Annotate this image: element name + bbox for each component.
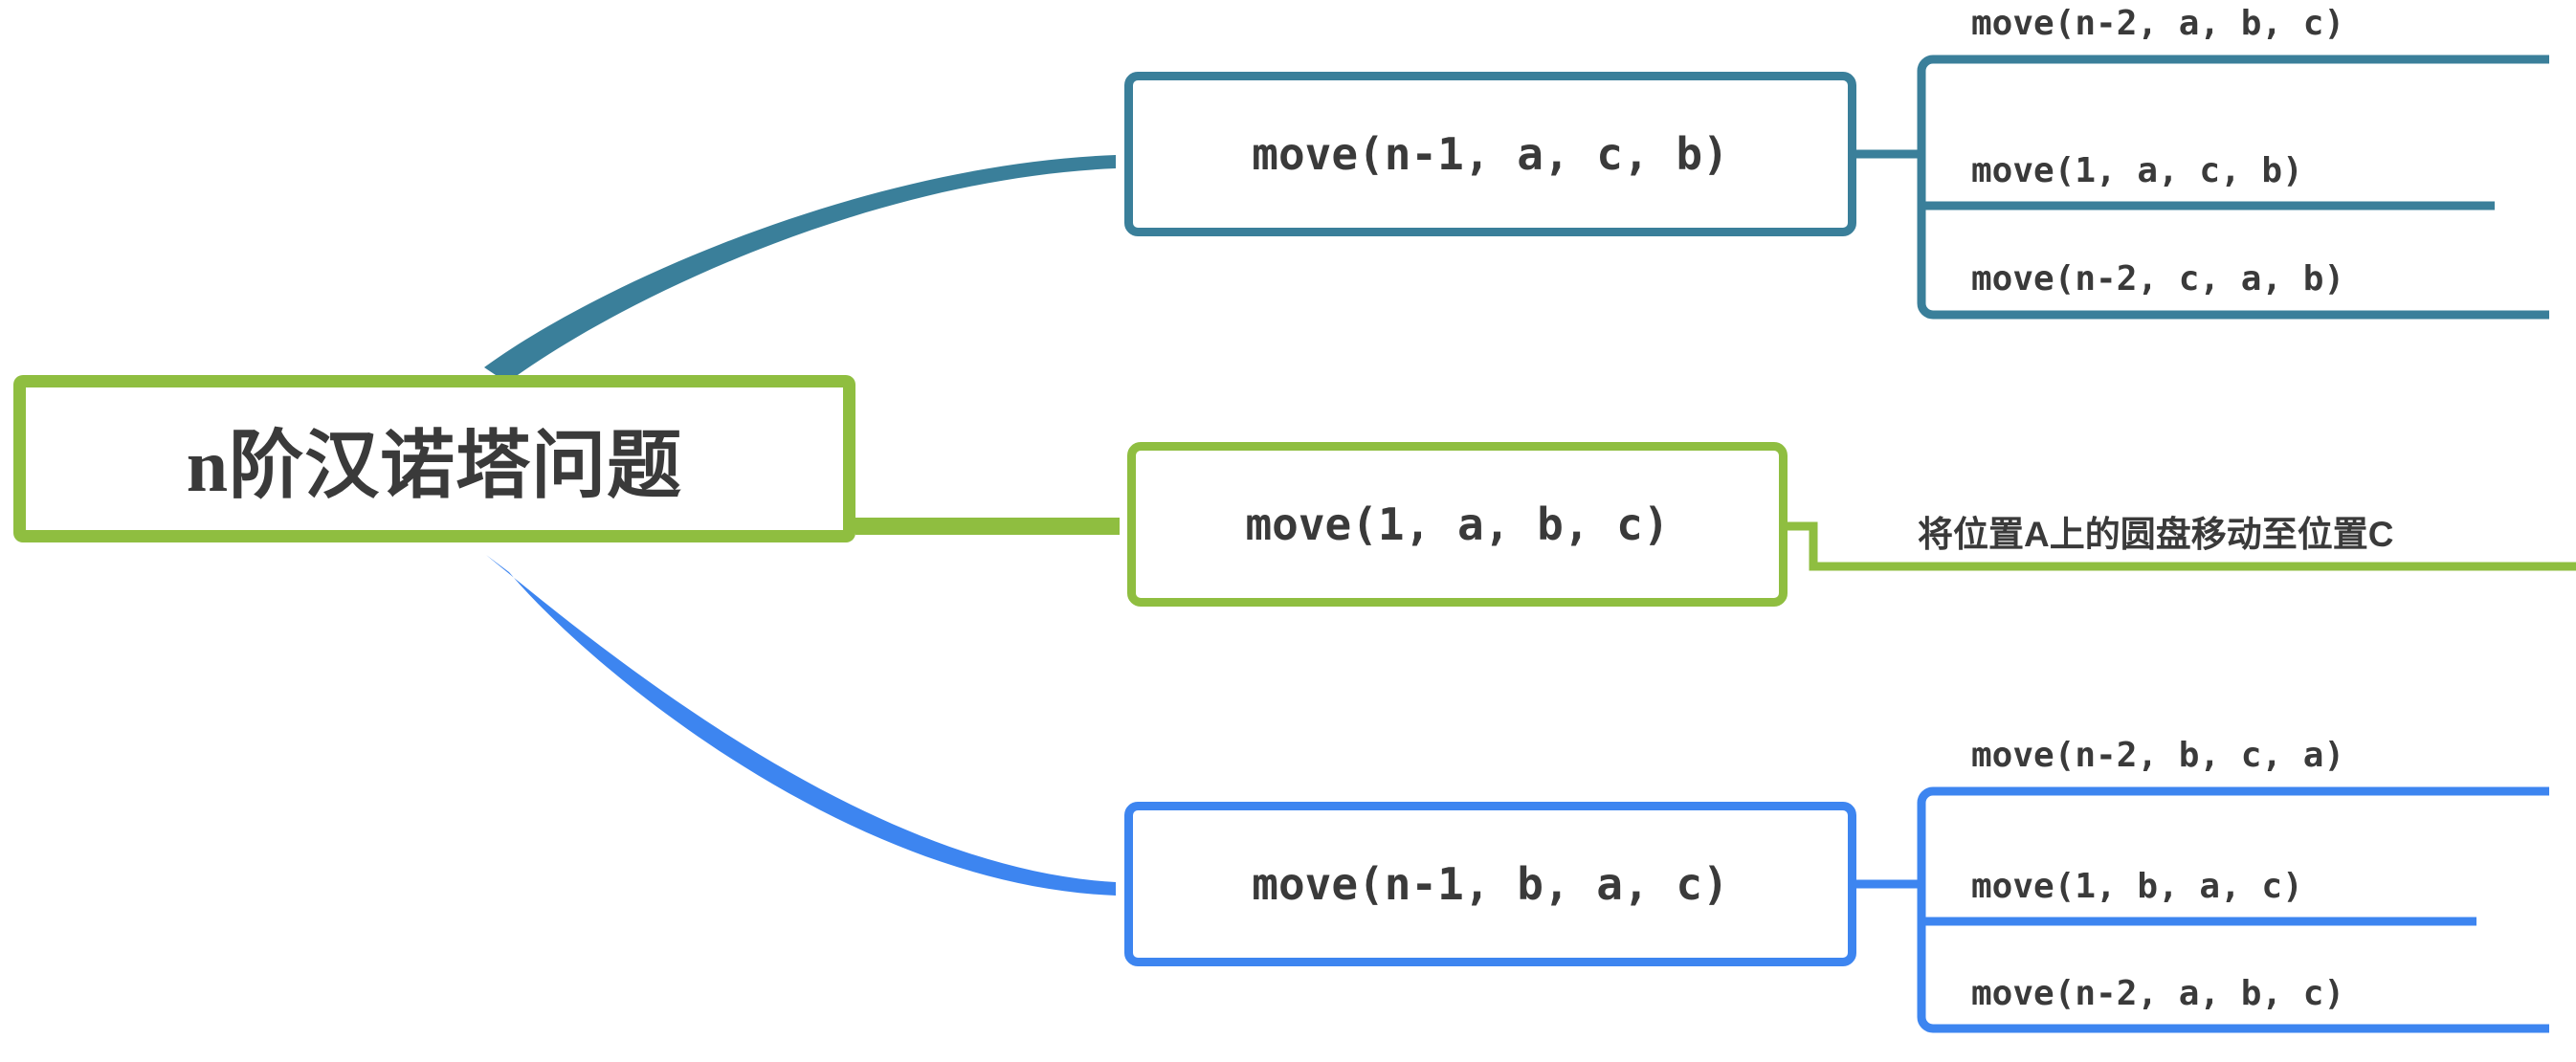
root-node[interactable]: n阶汉诺塔问题 — [13, 375, 855, 542]
branch-node-teal[interactable]: move(n-1, a, c, b) — [1124, 72, 1856, 236]
connector-root-to-teal — [484, 155, 1116, 383]
leaf-teal-1[interactable]: move(n-2, a, b, c) — [1971, 4, 2345, 43]
root-node-label: n阶汉诺塔问题 — [186, 423, 683, 507]
leaf-green-annotation[interactable]: 将位置A上的圆盘移动至位置C — [1918, 515, 2394, 554]
leaf-blue-3[interactable]: move(n-2, a, b, c) — [1971, 974, 2345, 1013]
leaf-blue-2[interactable]: move(1, b, a, c) — [1971, 867, 2303, 906]
branch-node-teal-label: move(n-1, a, c, b) — [1252, 128, 1729, 180]
branch-node-blue-label: move(n-1, b, a, c) — [1252, 858, 1729, 910]
connector-root-to-green — [855, 518, 1120, 535]
branch-node-green[interactable]: move(1, a, b, c) — [1127, 442, 1788, 607]
connector-root-to-blue — [486, 555, 1116, 896]
leaf-teal-3[interactable]: move(n-2, c, a, b) — [1971, 259, 2345, 299]
leaf-blue-1[interactable]: move(n-2, b, c, a) — [1971, 736, 2345, 775]
branch-node-green-label: move(1, a, b, c) — [1245, 498, 1670, 550]
leaf-teal-2[interactable]: move(1, a, c, b) — [1971, 151, 2303, 190]
branch-node-blue[interactable]: move(n-1, b, a, c) — [1124, 802, 1856, 966]
